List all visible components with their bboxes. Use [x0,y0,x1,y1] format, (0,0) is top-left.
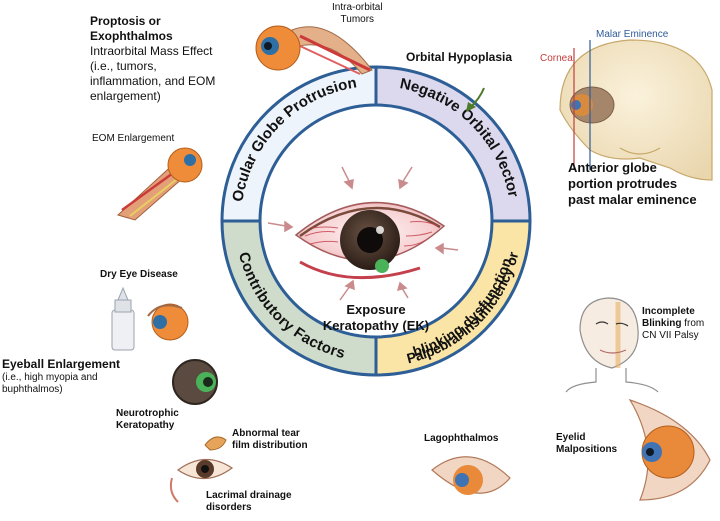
abnormal-line2: film distribution [232,440,308,451]
orbital-hypoplasia-label: Orbital Hypoplasia [406,50,513,64]
incomplete-line2-suffix: from [681,318,705,329]
eyelid-malposition-icon [628,398,711,501]
anterior-line1: Anterior globe [568,160,657,175]
eyeball-desc-1: (i.e., high myopia and [2,372,98,383]
neurotrophic-line1: Neurotrophic [116,408,179,419]
incomplete-blinking-label: Incomplete Blinking from CN VII Palsy [642,306,704,342]
center-label: Exposure Keratopathy (EK) [320,302,432,334]
proptosis-title-2: Exophthalmos [90,29,173,43]
center-label-line1: Exposure [346,302,406,317]
incomplete-line1: Incomplete [642,306,695,317]
dry-eye-icon [147,303,189,341]
eom-enlargement-label: EOM Enlargement [92,133,175,144]
eyeball-desc-2: buphthalmos) [2,384,63,395]
incomplete-line2: Blinking [642,318,682,329]
eyeball-enlargement-icon [172,359,218,405]
lacrimal-drainage-eye-icon [169,458,234,503]
intraorbital-tumors-label: Intra-orbital Tumors [332,2,383,26]
dry-eye-label: Dry Eye Disease [100,269,178,280]
anterior-line2: portion protrudes [568,176,678,191]
orbital-hypoplasia-arrow [466,87,485,112]
proptosis-desc-2: (i.e., tumors, [90,59,157,73]
lagophthalmos-label: Lagophthalmos [424,433,499,444]
abnormal-tear-label: Abnormal tear film distribution [232,428,308,452]
intraorbital-line2: Tumors [340,14,375,25]
red-eye-illustration [294,201,446,280]
eyelid-line1: Eyelid [556,432,586,443]
abnormal-line1: Abnormal tear [232,428,300,439]
proptosis-title-1: Proptosis or [90,14,161,28]
neurotrophic-label: Neurotrophic Keratopathy [116,408,179,432]
face-palsy-illustration [565,297,659,393]
eye-drop-bottle-icon [111,286,135,351]
eyelid-line2: Malpositions [556,444,618,455]
anterior-line3: past malar eminence [568,192,697,207]
intraorbital-line1: Intra-orbital [332,2,383,13]
eom-enlargement-eye-icon [117,147,203,221]
eyeball-title: Eyeball Enlargement [2,357,121,371]
eyeball-enlargement-label: Eyeball Enlargement (i.e., high myopia a… [2,357,120,396]
proptosis-desc-3: inflammation, and EOM [90,74,216,88]
lacrimal-line1: Lacrimal drainage [206,490,292,501]
lacrimal-drainage-label: Lacrimal drainage disorders [206,490,292,514]
intraorbital-tumor-eye-icon [255,25,373,75]
center-label-line2: Keratopathy (EK) [322,318,430,333]
proptosis-desc-1: Intraorbital Mass Effect [90,44,213,58]
cornea-label: Cornea [540,53,573,64]
influence-arrows [267,166,459,301]
eyelid-malpositions-label: Eyelid Malpositions [556,432,617,456]
proptosis-desc-4: enlargement) [90,89,161,103]
malar-eminence-label: Malar Eminence [596,29,669,40]
anterior-globe-label: Anterior globe portion protrudes past ma… [568,160,697,208]
lagophthalmos-eye-icon [431,456,511,495]
lacrimal-line2: disorders [206,502,252,513]
proptosis-label: Proptosis or Exophthalmos Intraorbital M… [90,14,215,104]
neurotrophic-line2: Keratopathy [116,420,175,431]
tear-film-icon [204,436,227,451]
skull-illustration [559,39,713,181]
incomplete-line3: CN VII Palsy [642,330,699,341]
